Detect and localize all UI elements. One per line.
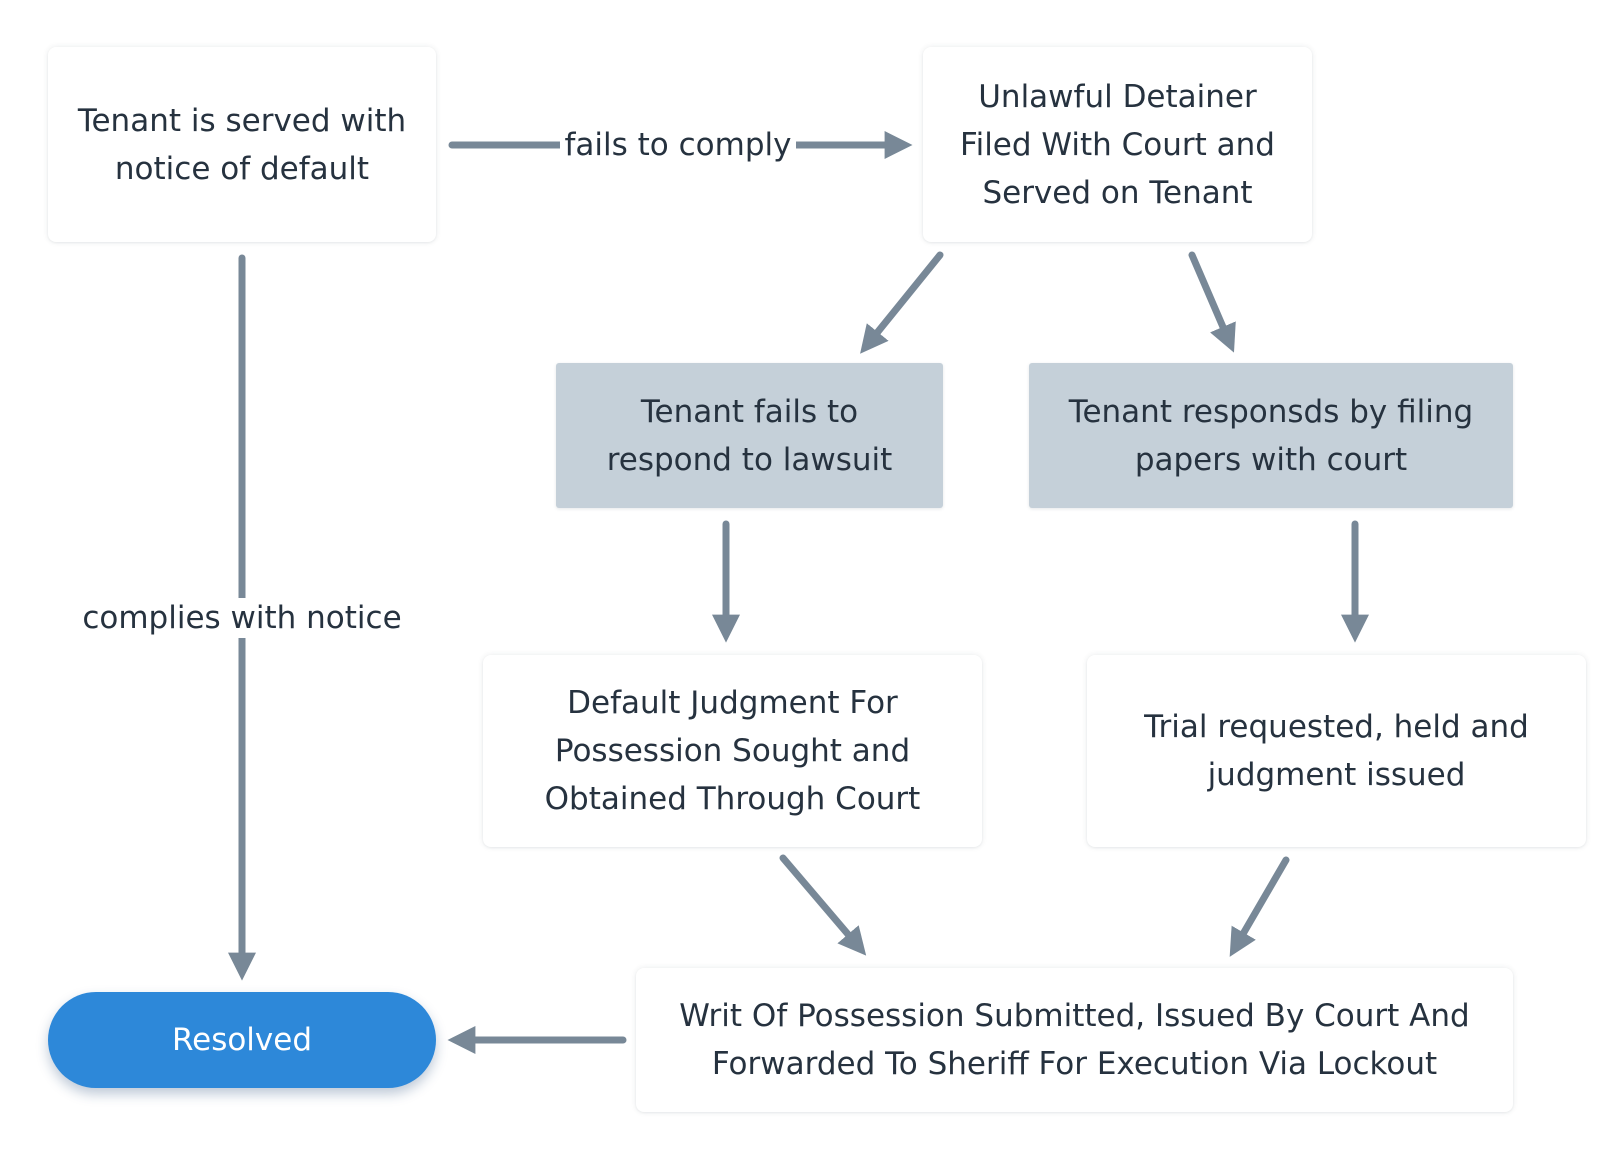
arrow-unlawful-to-responds (1188, 251, 1236, 353)
node-trial: Trial requested, held and judgment issue… (1087, 655, 1586, 847)
edge-label-fails-to-comply-text: fails to comply (564, 127, 792, 163)
node-tenant-responds-text: Tenant responsds by filing papers with c… (1068, 393, 1474, 478)
arrow-default-to-writ (779, 854, 867, 956)
node-default-judgment-text: Default Judgment For Possession Sought a… (544, 685, 921, 817)
node-resolved: Resolved (48, 992, 436, 1088)
edge-label-complies-text: complies with notice (82, 600, 402, 636)
node-writ-of-possession: Writ Of Possession Submitted, Issued By … (636, 968, 1513, 1112)
node-writ-of-possession-text: Writ Of Possession Submitted, Issued By … (679, 998, 1470, 1082)
node-tenant-fails: Tenant fails to respond to lawsuit (556, 363, 943, 508)
node-unlawful-detainer: Unlawful Detainer Filed With Court and S… (923, 47, 1312, 242)
arrow-trial-to-writ (1229, 856, 1290, 957)
node-resolved-text: Resolved (171, 1022, 313, 1058)
node-tenant-responds: Tenant responsds by filing papers with c… (1029, 363, 1513, 508)
arrow-unlawful-to-fails (860, 251, 944, 354)
node-default-judgment: Default Judgment For Possession Sought a… (483, 655, 982, 847)
edge-label-fails-to-comply: fails to comply (560, 125, 796, 165)
node-tenant-served-text: Tenant is served with notice of default (77, 102, 407, 187)
node-unlawful-detainer-text: Unlawful Detainer Filed With Court and S… (960, 78, 1275, 211)
edge-label-complies: complies with notice (72, 598, 412, 638)
node-tenant-fails-text: Tenant fails to respond to lawsuit (606, 393, 893, 478)
node-trial-text: Trial requested, held and judgment issue… (1144, 709, 1529, 793)
node-tenant-served: Tenant is served with notice of default (48, 47, 436, 242)
